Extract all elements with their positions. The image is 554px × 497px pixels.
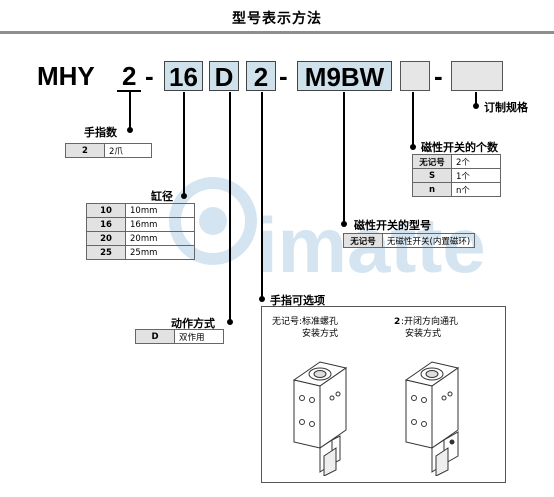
jaws-label: 手指数 [84, 126, 117, 139]
code-base: MHY [37, 61, 95, 91]
switch-count-table: 无记号 2个 S 1个 n n个 [412, 154, 501, 197]
switch-model-leader [343, 92, 345, 222]
code-switch-count-box: 2 [246, 61, 276, 92]
bore-label: 缸径 [151, 190, 173, 203]
switch-model-table: 无记号 无磁性开关(内置磁环) [343, 233, 476, 248]
switch-model-dot [341, 221, 347, 227]
jaws-table: 2 2爪 [65, 143, 152, 158]
bore-value: 10mm [125, 203, 195, 218]
action-table: D 双作用 [135, 329, 224, 344]
action-value: 双作用 [174, 329, 224, 344]
jaws-value: 2爪 [104, 143, 152, 158]
action-dot [227, 319, 233, 325]
switch-model-label: 磁性开关的型号 [354, 219, 431, 232]
switch-count-value: 2个 [451, 154, 501, 169]
switch-count-value: n个 [451, 182, 501, 197]
jaws-leader [129, 92, 131, 130]
right-caption-1: :开闭方向通孔 [401, 317, 459, 327]
right-caption-2: 安装方式 [405, 329, 442, 339]
bore-table: 10 10mm 16 16mm 20 20mm 25 25mm [86, 203, 195, 260]
switch-count-value: 1个 [451, 168, 501, 183]
action-key: D [135, 329, 175, 344]
bore-key: 16 [86, 217, 126, 232]
bore-value: 25mm [125, 245, 195, 260]
finger-option-leader [261, 92, 263, 299]
jaws-underline [117, 90, 141, 92]
code-switch-count-suffix-box [400, 61, 430, 91]
switch-count-dot [410, 144, 416, 150]
jaws-dot [127, 127, 133, 133]
code-custom-box [451, 61, 503, 91]
bore-value: 16mm [125, 217, 195, 232]
table-row: 10 10mm [86, 203, 195, 218]
custom-dot [473, 103, 479, 109]
table-row: S 1个 [412, 168, 501, 183]
code-bore-box: 16 [164, 61, 203, 92]
bore-dot [181, 193, 187, 199]
bore-leader [183, 92, 185, 195]
bore-value: 20mm [125, 231, 195, 246]
code-dash-1: - [145, 61, 154, 91]
bore-key: 25 [86, 245, 126, 260]
bore-key: 20 [86, 231, 126, 246]
code-jaws: 2 [122, 61, 137, 91]
table-row: 2 2爪 [65, 143, 152, 158]
switch-model-key: 无记号 [343, 233, 383, 248]
switch-count-leader [412, 92, 414, 146]
gripper-through-hole-icon [404, 361, 460, 476]
switch-count-key: n [412, 182, 452, 197]
switch-model-value: 无磁性开关(内置磁环) [381, 233, 476, 248]
gripper-standard-tapped-icon [292, 361, 348, 476]
left-caption-1: 无记号:标准螺孔 [272, 317, 339, 327]
bore-key: 10 [86, 203, 126, 218]
finger-option-label: 手指可选项 [270, 294, 325, 307]
table-row: 20 20mm [86, 231, 195, 246]
code-dash-3: - [434, 61, 443, 91]
code-switch-model-box: M9BW [297, 61, 392, 92]
custom-leader [475, 92, 477, 106]
code-action-box: D [209, 61, 239, 92]
table-row: 16 16mm [86, 217, 195, 232]
code-dash-2: - [279, 61, 288, 91]
left-caption-2: 安装方式 [302, 329, 339, 339]
jaws-key: 2 [65, 143, 105, 158]
title-rule [0, 31, 554, 34]
action-leader [229, 92, 231, 324]
page-title: 型号表示方法 [232, 11, 322, 27]
right-caption-key: 2 [394, 317, 401, 327]
switch-count-key: S [412, 168, 452, 183]
switch-count-label: 磁性开关的个数 [421, 141, 498, 154]
table-row: 无记号 无磁性开关(内置磁环) [343, 233, 476, 248]
finger-option-dot [259, 296, 265, 302]
table-row: 25 25mm [86, 245, 195, 260]
table-row: 无记号 2个 [412, 154, 501, 169]
action-label: 动作方式 [171, 317, 215, 330]
finger-option-frame [261, 306, 506, 483]
switch-count-key: 无记号 [412, 154, 452, 169]
custom-label: 订制规格 [484, 101, 528, 114]
table-row: n n个 [412, 182, 501, 197]
table-row: D 双作用 [135, 329, 224, 344]
